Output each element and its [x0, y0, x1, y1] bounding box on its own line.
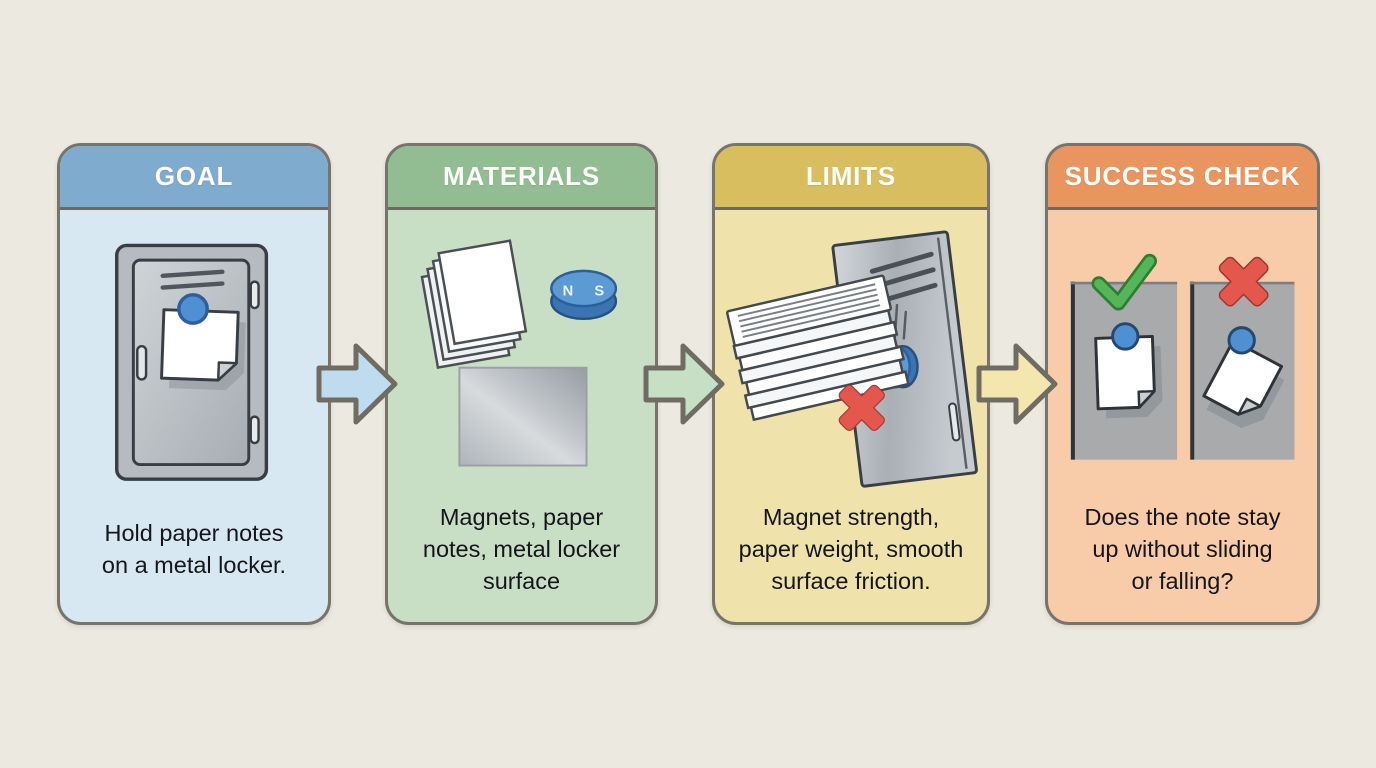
materials-description: Magnets, paper notes, metal locker surfa… — [422, 504, 621, 594]
right-arrow-icon — [316, 343, 398, 425]
vent-slot-icon — [869, 251, 934, 274]
vent-slot-icon — [160, 269, 225, 278]
right-arrow-icon — [643, 343, 725, 425]
disc-magnet-icon: N S — [550, 269, 618, 321]
heavy-paper-stack-icon — [726, 274, 910, 422]
magnet-icon — [1227, 326, 1256, 355]
flow-arrow-limits-to-success — [976, 334, 1060, 434]
success-description: Does the note stay up without sliding or… — [1084, 504, 1281, 594]
paper-note-icon — [160, 308, 246, 391]
panel-materials-header: MATERIALS — [388, 146, 655, 210]
materials-items-icon: N S — [420, 239, 618, 467]
panel-goal-header: GOAL — [60, 146, 328, 210]
magnet-north-label: N — [563, 283, 574, 299]
paper-text-lines — [737, 283, 881, 338]
flow-arrow-goal-to-materials — [316, 334, 400, 434]
fail-x-icon — [838, 384, 885, 431]
panel-limits-title: LIMITS — [805, 161, 896, 191]
limits-scene-icon: N S — [726, 230, 978, 488]
panel-success-title: SUCCESS CHECK — [1064, 161, 1301, 191]
panel-limits-header: LIMITS — [715, 146, 987, 210]
locker-with-note-icon — [115, 243, 269, 481]
success-illustration — [1048, 210, 1317, 500]
hinge-icon — [249, 280, 260, 310]
note-staying-icon — [1094, 334, 1163, 419]
limits-illustration: N S — [715, 210, 987, 500]
goal-illustration — [60, 210, 328, 500]
goal-description: Hold paper notes on a metal locker. — [101, 520, 287, 578]
flow-arrow-materials-to-limits — [643, 334, 727, 434]
metal-surface-icon — [458, 366, 588, 467]
magnet-south-label: S — [594, 283, 604, 299]
right-arrow-icon — [976, 343, 1058, 425]
magnet-icon — [177, 293, 209, 325]
magnet-icon — [1111, 322, 1140, 351]
hinge-icon — [948, 402, 961, 442]
hinge-icon — [249, 415, 260, 445]
pass-check-icon — [1091, 253, 1158, 311]
locker-handle-icon — [136, 344, 148, 381]
fail-x-icon — [1218, 256, 1269, 307]
panel-goal: GOAL — [57, 143, 331, 625]
panel-success-check: SUCCESS CHECK — [1045, 143, 1320, 625]
pass-fail-comparison-icon — [1070, 253, 1295, 460]
panel-limits: LIMITS — [712, 143, 990, 625]
paper-notes-icon — [420, 239, 528, 370]
panel-goal-title: GOAL — [154, 161, 234, 191]
panel-materials-title: MATERIALS — [443, 161, 600, 191]
panel-success-header: SUCCESS CHECK — [1048, 146, 1317, 210]
materials-illustration: N S — [388, 210, 655, 500]
note-sliding-icon — [1202, 339, 1285, 428]
vent-slot-icon — [160, 281, 225, 290]
panel-materials: MATERIALS — [385, 143, 658, 625]
limits-description: Magnet strength, paper weight, smooth su… — [738, 504, 964, 594]
